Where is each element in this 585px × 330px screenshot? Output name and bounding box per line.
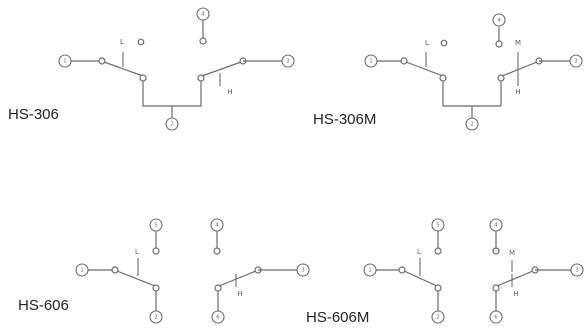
terminal-6-number: 6: [494, 314, 498, 320]
terminal-1-number: 1: [63, 58, 67, 64]
terminal-4-number: 4: [201, 11, 205, 17]
terminal-2-number: 2: [436, 314, 440, 320]
off-position-marker: [137, 38, 145, 46]
contact-right-pivot: [214, 284, 222, 292]
switch-blade-right: [496, 270, 534, 287]
terminal-4-circle: [210, 218, 224, 232]
contact-left-pivot: [152, 284, 160, 292]
terminal-3-number: 3: [301, 267, 305, 273]
switch-blade-left: [405, 61, 444, 77]
model-label-hs-606: HS-606: [18, 297, 69, 314]
terminal-1-circle: [364, 54, 378, 68]
terminal-4-circle: [489, 218, 503, 232]
terminal-1-number: 1: [369, 58, 373, 64]
contact-terminal-5: [152, 247, 160, 255]
label-high: H: [513, 290, 518, 298]
model-label-hs-606m: HS-606M: [306, 309, 369, 326]
label-high: H: [237, 290, 242, 298]
terminal-1-circle: [75, 263, 89, 277]
contact-right-pivot: [492, 284, 500, 292]
terminal-4-number: 4: [497, 17, 501, 23]
diagram-hs-606m: L H M 1 2 3 4 5 6 HS-606M: [306, 218, 584, 326]
terminal-5-circle: [149, 218, 163, 232]
terminal-2-circle: [465, 117, 479, 131]
terminal-6-number: 6: [216, 314, 220, 320]
terminal-2-circle: [165, 117, 179, 131]
contact-left-pivot: [439, 74, 447, 82]
terminal-6-circle: [211, 310, 225, 324]
switch-blade-left: [103, 61, 144, 77]
terminal-3-circle: [281, 54, 295, 68]
terminal-2-number: 2: [470, 121, 474, 127]
terminal-6-circle: [489, 310, 503, 324]
terminal-5-number: 5: [154, 222, 158, 228]
terminal-1-circle: [363, 263, 377, 277]
switch-blade-left: [403, 270, 438, 287]
contact-terminal-5: [434, 247, 442, 255]
label-low: L: [417, 248, 421, 256]
terminal-3-number: 3: [286, 58, 290, 64]
contact-terminal-4: [199, 37, 207, 45]
model-label-hs-306: HS-306: [8, 106, 59, 123]
terminal-1-number: 1: [80, 267, 84, 273]
label-low: L: [135, 248, 139, 256]
contact-left-pivot: [434, 284, 442, 292]
contact-terminal-4: [213, 247, 221, 255]
terminal-2-circle: [431, 310, 445, 324]
terminal-3-number: 3: [574, 58, 578, 64]
terminal-3-circle: [569, 54, 583, 68]
switch-blade-left: [116, 270, 156, 287]
diagram-hs-306: L H 1 2 3 4HS-306: [8, 7, 295, 131]
contact-right-pivot: [497, 74, 505, 82]
terminal-3-circle: [296, 263, 310, 277]
switch-blade-right: [501, 61, 538, 77]
diagram-hs-306m: L M H 1 2 3 4HS-306M: [313, 13, 583, 131]
contact-terminal-4: [495, 40, 503, 48]
label-low: L: [120, 38, 124, 46]
bridge-wire: [442, 81, 502, 107]
contact-left-fixed: [111, 266, 119, 274]
terminal-4-number: 4: [494, 222, 498, 228]
switch-blade-right: [218, 270, 257, 287]
switch-blade-right: [201, 61, 242, 77]
off-position-marker: [440, 39, 448, 47]
label-mid: M: [509, 249, 515, 257]
label-low: L: [425, 39, 429, 47]
terminal-2-number: 2: [154, 314, 158, 320]
contact-left-fixed: [98, 57, 106, 65]
diagram-hs-606: L H 1 2 3 4 5 6 HS-606: [18, 218, 310, 324]
bridge-wire: [142, 81, 202, 107]
terminal-4-circle: [196, 7, 210, 21]
terminal-5-number: 5: [436, 222, 440, 228]
terminal-3-number: 3: [575, 267, 579, 273]
terminal-5-circle: [431, 218, 445, 232]
terminal-4-number: 4: [215, 222, 219, 228]
terminal-2-circle: [149, 310, 163, 324]
terminal-2-number: 2: [170, 121, 174, 127]
contact-right-pivot: [197, 74, 205, 82]
label-high: H: [515, 88, 520, 96]
terminal-4-circle: [492, 13, 506, 27]
model-label-hs-306m: HS-306M: [313, 111, 376, 128]
contact-left-pivot: [139, 74, 147, 82]
label-high: H: [227, 88, 232, 96]
terminal-1-circle: [58, 54, 72, 68]
label-mid: M: [515, 39, 521, 47]
contact-terminal-4: [492, 247, 500, 255]
contact-left-fixed: [400, 57, 408, 65]
terminal-3-circle: [570, 263, 584, 277]
terminal-1-number: 1: [368, 267, 372, 273]
contact-left-fixed: [398, 266, 406, 274]
